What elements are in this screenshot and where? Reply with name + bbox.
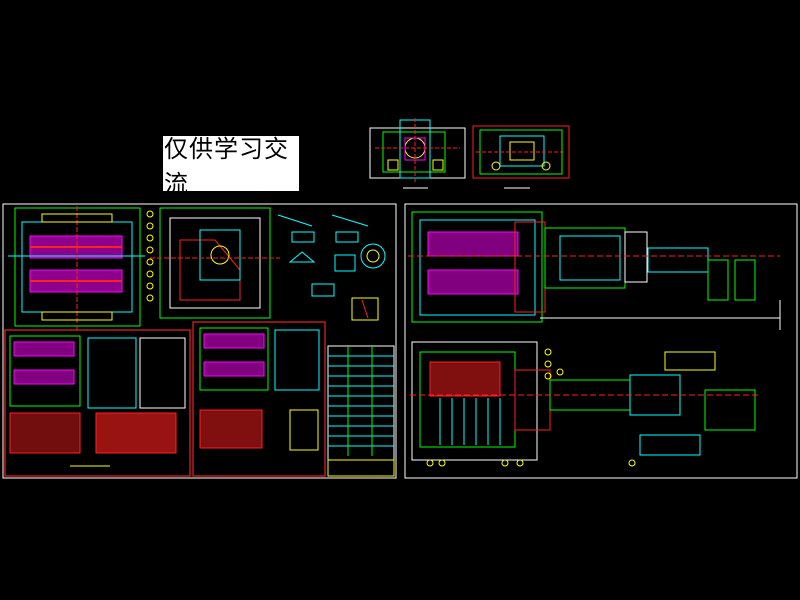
- watermark-text: 仅供学习交流: [164, 134, 289, 198]
- small-detail-sheet-left: [369, 118, 466, 189]
- main-assembly-sheet-right: [404, 203, 798, 479]
- small-detail-sheet-right: [472, 125, 570, 189]
- watermark-label: 仅供学习交流: [163, 135, 299, 198]
- main-assembly-sheet-left: [2, 203, 397, 479]
